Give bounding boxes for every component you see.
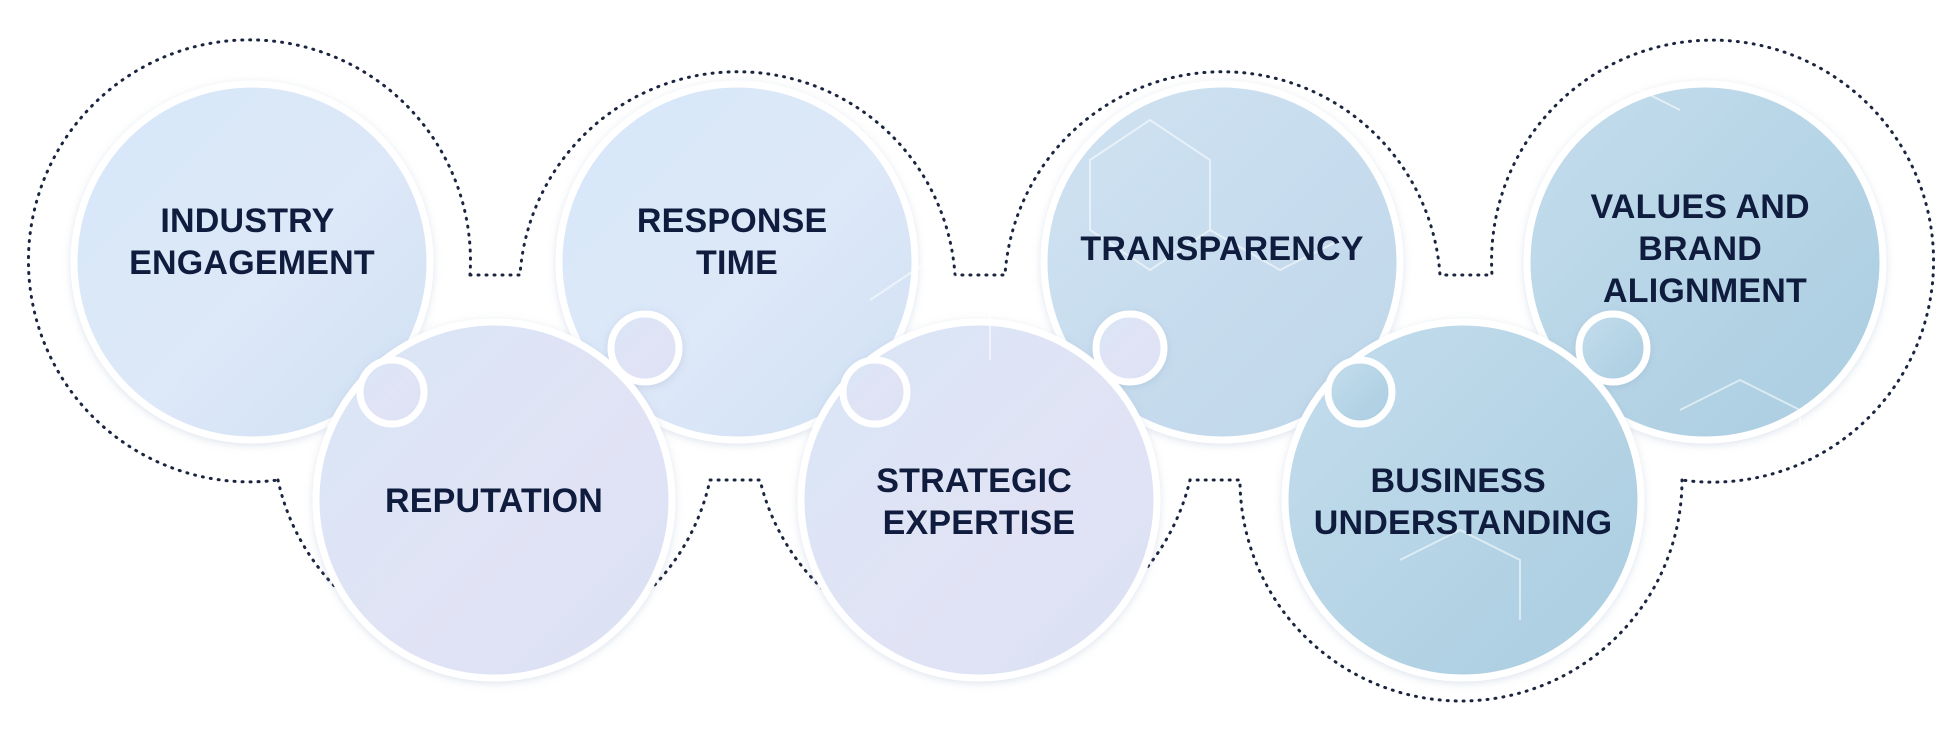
circle-reputation — [312, 310, 683, 682]
puzzle-knob — [1092, 310, 1168, 386]
label-business-understanding: BUSINESS UNDERSTANDING — [1314, 462, 1613, 542]
puzzle-knob — [839, 356, 911, 428]
circle-strategic-expertise — [797, 310, 1168, 682]
label-strategic-expertise: STRATEGIC EXPERTISE — [876, 462, 1081, 542]
dotted-outline-top — [27, 38, 1936, 484]
label-reputation: REPUTATION — [385, 482, 603, 520]
label-industry-engagement: INDUSTRY ENGAGEMENT — [129, 202, 375, 282]
puzzle-knob — [1324, 356, 1396, 428]
puzzle-knob — [607, 310, 683, 386]
labels: INDUSTRY ENGAGEMENT REPUTATION RESPONSE … — [129, 188, 1820, 542]
circle-industry-engagement — [70, 80, 434, 444]
decorative-molecule-lines — [869, 78, 1801, 620]
puzzle-knob — [356, 356, 428, 428]
label-response-time: RESPONSE TIME — [637, 202, 837, 282]
label-values-and-brand-alignment: VALUES AND BRAND ALIGNMENT — [1591, 188, 1820, 310]
dotted-outline — [27, 38, 1936, 703]
puzzle-knob — [1575, 310, 1651, 386]
circle-business-understanding — [1281, 310, 1651, 682]
label-transparency: TRANSPARENCY — [1080, 230, 1363, 268]
